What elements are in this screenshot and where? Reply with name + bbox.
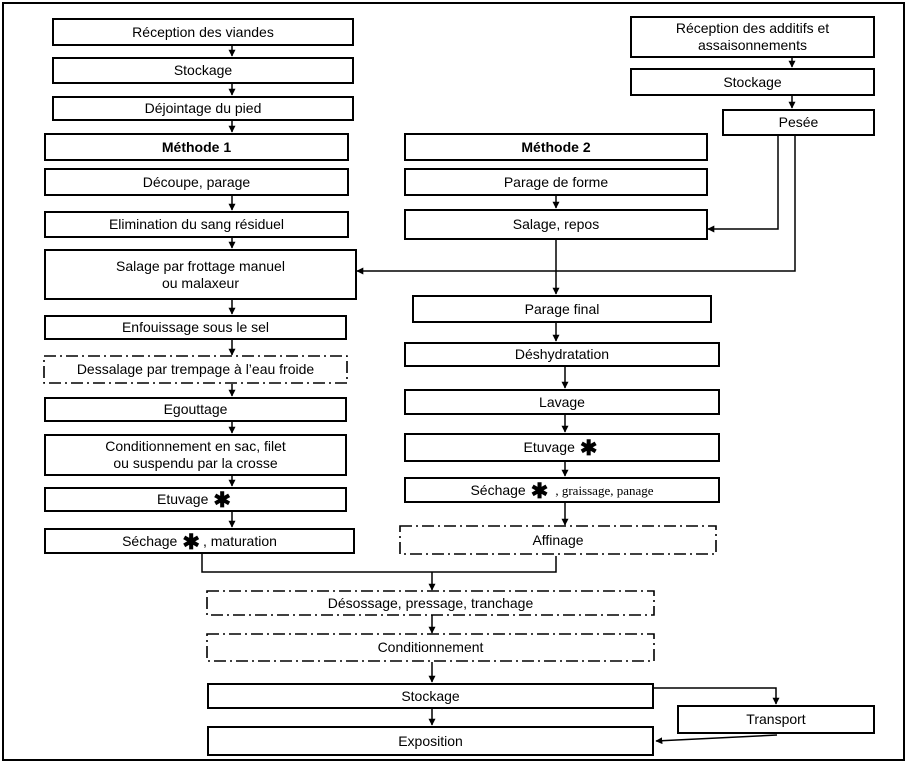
reception-viandes-label: Réception des viandes <box>132 23 274 40</box>
pesee-box: Pesée <box>722 109 875 136</box>
star-icon: ✱ <box>213 489 231 512</box>
parage-final-box: Parage final <box>412 295 712 323</box>
pesee-label: Pesée <box>778 114 819 130</box>
salage-frottage-box: Salage par frottage manuel ou malaxeur <box>44 249 357 300</box>
methode-1-title-box: Méthode 1 <box>44 133 349 161</box>
conditionnement-border <box>206 633 655 662</box>
elimination-label: Elimination du sang résiduel <box>108 216 285 232</box>
desossage-box: Désossage, pressage, tranchage <box>207 591 654 615</box>
arrow-stockage-to-transport <box>654 687 780 705</box>
salage-repos-label: Salage, repos <box>512 216 600 232</box>
deshydratation-box: Déshydratation <box>404 342 720 367</box>
etuvage-m2-label: Etuvage <box>523 439 575 455</box>
lavage-label: Lavage <box>539 393 585 410</box>
desossage-border <box>206 590 655 616</box>
etuvage-m1-box: Etuvage✱ <box>44 487 347 512</box>
enfouissage-box: Enfouissage sous le sel <box>44 315 347 340</box>
stockage-final-box: Stockage <box>207 683 654 709</box>
stockage-viandes-box: Stockage <box>52 57 354 84</box>
dessalage-label: Dessalage par trempage à l’eau froide <box>76 361 315 377</box>
reception-additifs-line2: assaisonnements <box>698 37 807 53</box>
methode-2-title: Méthode 2 <box>521 138 591 155</box>
reception-additifs-line1: Réception des additifs et <box>675 20 830 36</box>
arrow-pesee-to-salage-repos <box>707 136 779 233</box>
exposition-box: Exposition <box>207 726 654 756</box>
star-icon: ✱ <box>530 479 549 503</box>
salage-frottage-line1: Salage par frottage manuel <box>116 257 285 274</box>
lavage-box: Lavage <box>404 389 720 415</box>
affinage-border <box>399 525 717 555</box>
methode-2-title-box: Méthode 2 <box>404 133 708 161</box>
etuvage-m2-box: Etuvage✱ <box>404 433 720 462</box>
exposition-label: Exposition <box>398 732 463 749</box>
dejointage-box: Déjointage du pied <box>52 96 354 121</box>
enfouissage-label: Enfouissage sous le sel <box>121 319 270 335</box>
sechage-m1-box: Séchage✱, maturation <box>44 528 355 554</box>
parage-forme-box: Parage de forme <box>404 168 708 196</box>
stockage-additifs-label: Stockage <box>723 73 782 90</box>
elimination-box: Elimination du sang résiduel <box>44 211 349 238</box>
affinage-label: Affinage <box>532 531 584 548</box>
conditionnement-box: Conditionnement <box>207 634 654 661</box>
conditionnement-m1-box: Conditionnement en sac, filet ou suspend… <box>44 434 347 476</box>
egouttage-label: Egouttage <box>163 401 228 417</box>
sechage-m2-suffix: , graissage, panage <box>555 482 654 498</box>
star-icon: ✱ <box>182 530 200 554</box>
methode-1-title: Méthode 1 <box>161 138 232 155</box>
parage-final-label: Parage final <box>524 300 600 317</box>
egouttage-box: Egouttage <box>44 397 347 422</box>
reception-viandes-box: Réception des viandes <box>52 18 354 46</box>
dessalage-box: Dessalage par trempage à l’eau froide <box>44 356 347 383</box>
sechage-m1-suffix: , maturation <box>202 532 277 549</box>
reception-additifs-box: Réception des additifs et assaisonnement… <box>630 16 875 58</box>
deshydratation-label: Déshydratation <box>514 346 610 362</box>
decoupe-label: Découpe, parage <box>142 173 251 190</box>
transport-label: Transport <box>746 711 806 727</box>
parage-forme-label: Parage de forme <box>503 173 609 190</box>
transport-box: Transport <box>677 705 875 734</box>
sechage-m1-label: Séchage <box>122 532 178 549</box>
stockage-final-label: Stockage <box>401 687 460 704</box>
sechage-m2-box: Séchage✱ , graissage, panage <box>404 477 720 503</box>
stockage-additifs-box: Stockage <box>630 68 875 96</box>
decoupe-box: Découpe, parage <box>44 168 349 196</box>
desossage-label: Désossage, pressage, tranchage <box>327 594 534 611</box>
conditionnement-m1-line1: Conditionnement en sac, filet <box>105 438 286 454</box>
conditionnement-m1-line2: ou suspendu par la crosse <box>113 455 278 471</box>
stockage-viandes-label: Stockage <box>173 62 233 78</box>
dessalage-border <box>43 355 348 384</box>
dejointage-label: Déjointage du pied <box>144 100 262 116</box>
merge-line-m1 <box>201 554 557 573</box>
etuvage-m1-label: Etuvage <box>157 491 209 507</box>
affinage-box: Affinage <box>400 526 716 554</box>
arrow-transport-to-exposition <box>655 734 778 745</box>
star-icon: ✱ <box>579 437 598 460</box>
conditionnement-label: Conditionnement <box>377 639 484 655</box>
salage-frottage-line2: ou malaxeur <box>161 274 240 291</box>
arrow-pesee-to-salage-frottage <box>356 136 796 275</box>
sechage-m2-label: Séchage <box>470 481 526 498</box>
salage-repos-box: Salage, repos <box>404 209 708 240</box>
